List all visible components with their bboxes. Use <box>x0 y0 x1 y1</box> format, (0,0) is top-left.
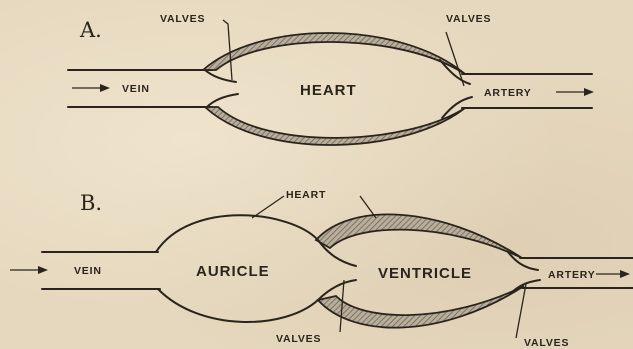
ventricle-top-wall <box>316 214 522 258</box>
valve-a-left-bottom <box>207 94 238 107</box>
heart-a-label: HEART <box>300 82 357 99</box>
valves-a-left-leader <box>223 20 232 80</box>
diagram-a: A. VALVES VALVES HEART VEIN ARTERY <box>68 13 594 145</box>
heart-b-label: HEART <box>286 189 326 201</box>
valves-a-left-label: VALVES <box>160 13 205 25</box>
valves-b-right-leader <box>516 284 526 338</box>
auricle-top-wall <box>156 215 318 252</box>
heart-b-leader-right <box>360 196 376 218</box>
diagram-b-letter: B. <box>80 191 102 215</box>
auricle-bottom-wall <box>158 289 318 322</box>
vein-b-arrow-head <box>38 266 48 274</box>
artery-a-label: ARTERY <box>484 87 532 99</box>
ventricle-label: VENTRICLE <box>378 265 472 282</box>
auricle-label: AURICLE <box>196 263 270 280</box>
valve-b-right-top <box>508 252 538 270</box>
artery-a-arrow-head <box>584 88 594 96</box>
valves-a-right-leader <box>446 32 464 86</box>
vein-b-label: VEIN <box>74 265 102 277</box>
diagram-b: B. HEART VEIN AURICLE VENTRICLE ARTERY <box>10 189 633 349</box>
ventricle-bottom-wall <box>318 286 524 328</box>
artery-b-label: ARTERY <box>548 269 596 281</box>
valves-a-right-label: VALVES <box>446 13 491 25</box>
heart-a-top-wall <box>203 33 465 74</box>
heart-b-leader-left <box>252 196 284 218</box>
diagram-a-letter: A. <box>79 18 102 42</box>
valves-b-right-label: VALVES <box>524 337 569 349</box>
artery-b-arrow-head <box>620 270 630 278</box>
vein-a-label: VEIN <box>122 83 150 95</box>
heart-a-bottom-wall <box>205 107 465 145</box>
vein-a-arrow-head <box>100 84 110 92</box>
valves-b-left-label: VALVES <box>276 333 321 345</box>
